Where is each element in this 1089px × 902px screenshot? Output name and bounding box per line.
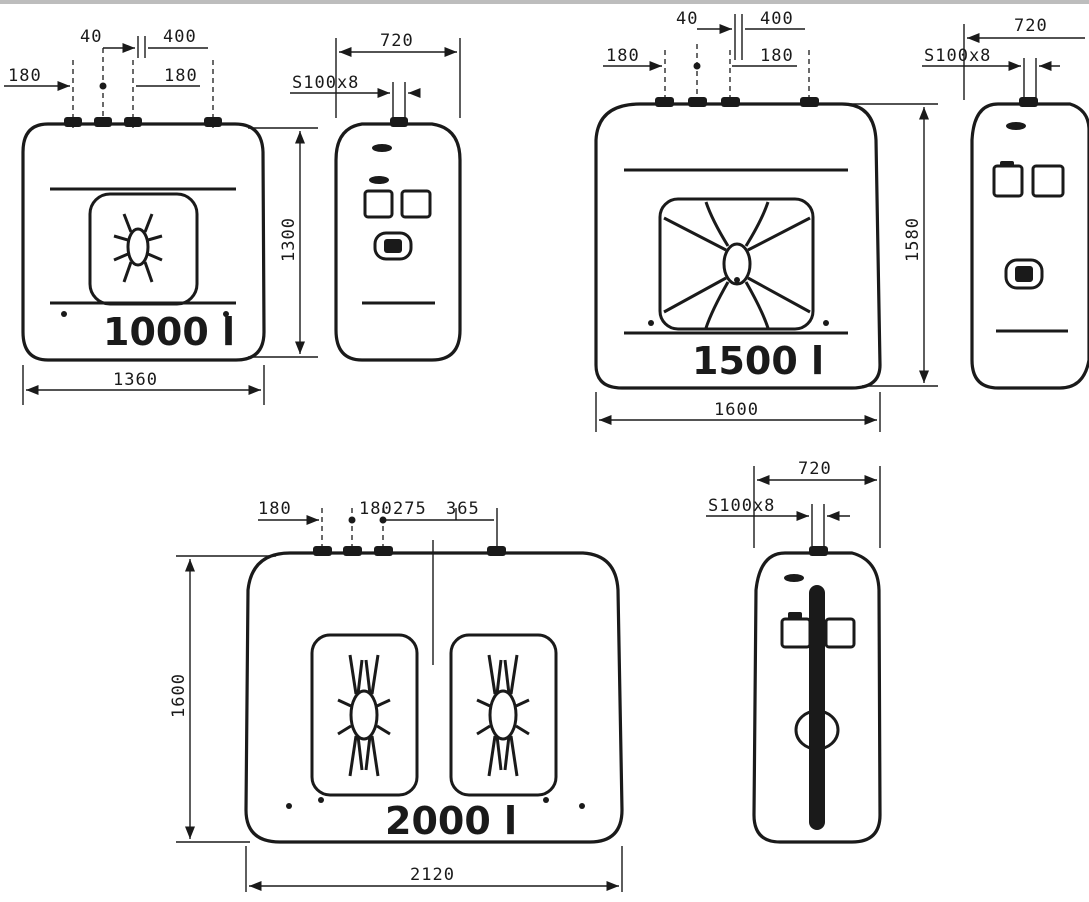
dim-40: 40	[676, 9, 698, 29]
inner-brace-right	[476, 654, 530, 777]
dim-180-left: 180	[8, 66, 42, 86]
tank-2000-side-view: 720 S100x8	[706, 459, 882, 844]
capacity-label: 1000 l	[103, 310, 235, 354]
tank-2000-front-view: 2000 l 2120 1600 180 180 275 365	[169, 499, 624, 892]
side-width-dimension: 720	[798, 459, 832, 479]
tank-1500-side-view: 720 S100x8	[922, 16, 1089, 390]
dim-365: 365	[446, 499, 480, 519]
dim-180-right: 180	[164, 66, 198, 86]
fitting-label: S100x8	[924, 46, 991, 66]
inner-brace	[113, 213, 163, 283]
tank-1500-front-view: 1500 l 1600 1580 40 400 180 180	[594, 9, 938, 432]
dim-40: 40	[80, 27, 102, 47]
tank-1000-side-view: 720 S100x8	[290, 31, 462, 362]
capacity-label: 2000 l	[385, 799, 517, 843]
dim-400: 400	[760, 9, 794, 29]
height-dimension: 1580	[903, 217, 923, 262]
inner-brace-left	[337, 654, 391, 777]
dim-180-left: 180	[606, 46, 640, 66]
side-width-dimension: 720	[380, 31, 414, 51]
side-width-dimension: 720	[1014, 16, 1048, 36]
capacity-label: 1500 l	[692, 339, 824, 383]
width-dimension: 1600	[714, 400, 759, 420]
fitting-label: S100x8	[708, 496, 775, 516]
dim-180-right: 180	[760, 46, 794, 66]
dim-400: 400	[163, 27, 197, 47]
fitting-label: S100x8	[292, 73, 359, 93]
height-dimension: 1300	[279, 217, 299, 262]
fill-ports	[64, 117, 222, 127]
dim-180-mid: 180	[359, 499, 393, 519]
dim-275: 275	[393, 499, 427, 519]
fill-ports	[655, 97, 819, 107]
inner-brace	[663, 201, 811, 329]
height-dimension: 1600	[169, 673, 189, 718]
fill-ports	[313, 546, 506, 556]
dim-180-left: 180	[258, 499, 292, 519]
width-dimension: 2120	[410, 865, 455, 885]
width-dimension: 1360	[113, 370, 158, 390]
tank-1000-front-view: 1000 l 1360 1300 40 400 180 180	[4, 27, 318, 405]
